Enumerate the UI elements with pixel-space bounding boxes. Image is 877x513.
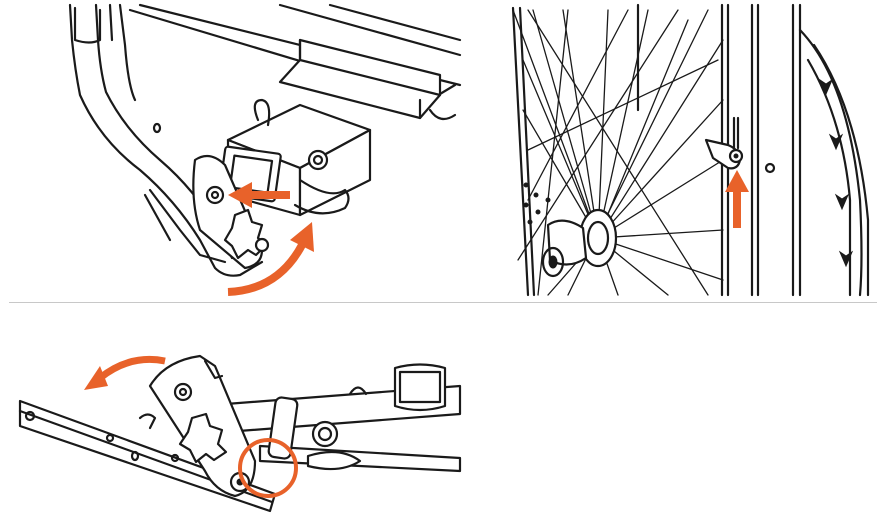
panel-hitch-pivot-release: [0, 0, 470, 300]
panel-rack-tilt-down: [0, 306, 470, 513]
hitch-bar: [198, 363, 462, 473]
tire-tread-right: [818, 78, 854, 268]
pivot-pin-circle: [238, 438, 298, 498]
panel-wheel-latch-release: [508, 0, 877, 300]
wheel-spokes: [512, 9, 724, 296]
curved-arrow-left: [84, 355, 166, 390]
wheel-tray-frame: [511, 3, 870, 297]
wheel-latch-illustration: [511, 3, 870, 297]
hitch-pivot-illustration: [68, 3, 462, 296]
pivot-lever: [143, 154, 270, 270]
latch-lever: [704, 116, 744, 170]
straight-arrow-up: [725, 170, 749, 228]
straight-arrow-left: [228, 182, 290, 208]
panel-divider: [9, 302, 877, 303]
wheel-hub: [523, 182, 618, 278]
angle-bracket: [278, 38, 457, 121]
curved-arrow-up: [227, 222, 314, 296]
rack-tilt-illustration: [18, 354, 462, 513]
pivot-lever: [148, 354, 257, 498]
